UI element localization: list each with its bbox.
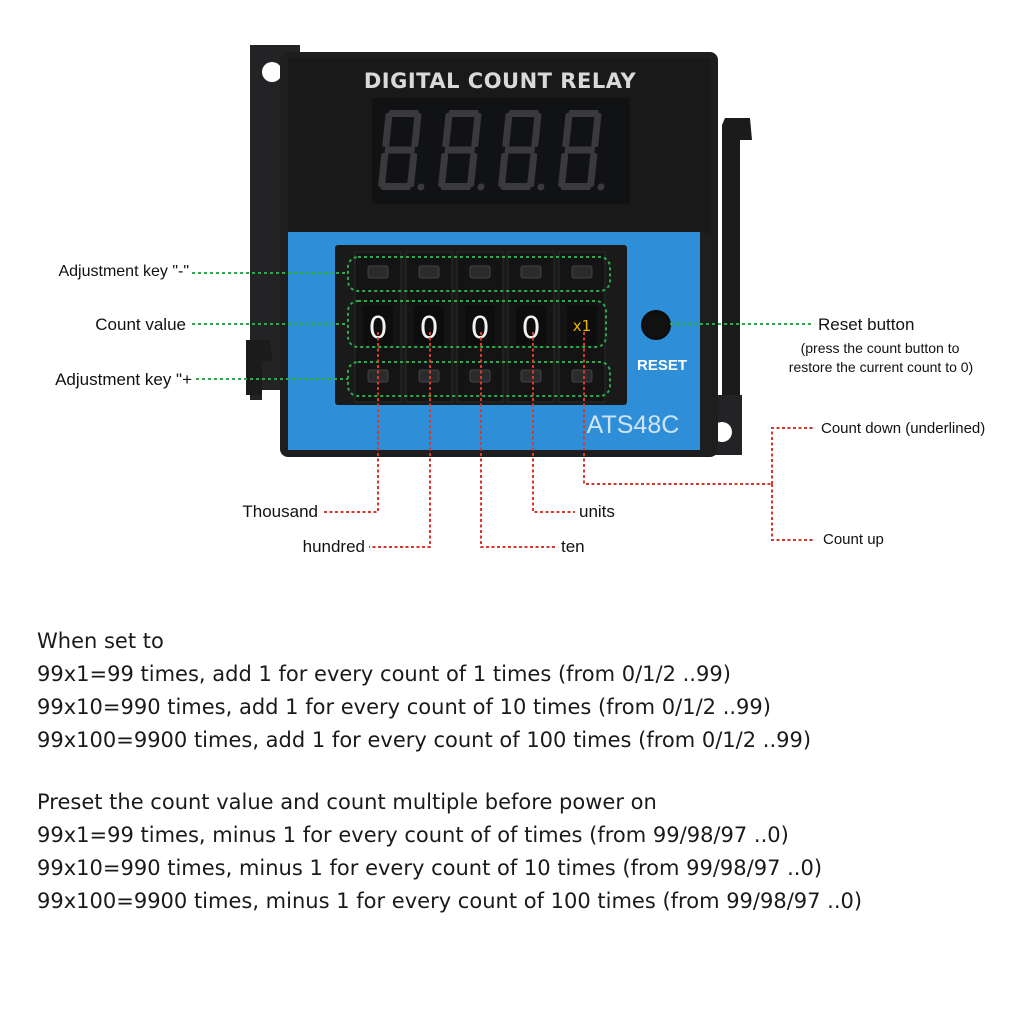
segment: [568, 110, 599, 117]
minus-key: [520, 265, 542, 279]
decimal-point: [537, 183, 545, 191]
leader-count-up: [771, 484, 815, 541]
label-adjustment-minus: Adjustment key "-": [58, 263, 189, 280]
digit-window: [567, 305, 597, 345]
seven-segment-display: [378, 110, 605, 191]
segment: [471, 113, 482, 147]
paragraph2-line: 99x1=99 times, minus 1 for every count o…: [37, 823, 789, 847]
segment: [382, 113, 393, 147]
segment: [467, 153, 478, 187]
seven-segment-digit: [558, 110, 605, 191]
mounting-hole-top: [262, 62, 282, 82]
minus-key: [367, 265, 389, 279]
segment: [438, 153, 449, 187]
segment: [560, 183, 592, 190]
segment: [498, 153, 509, 187]
segment: [440, 183, 472, 190]
device-title: DIGITAL COUNT RELAY: [364, 69, 637, 93]
green-callouts: [192, 256, 812, 397]
segment: [442, 113, 453, 147]
callout-box-count: [347, 300, 607, 348]
paragraph2-line: Preset the count value and count multipl…: [37, 790, 657, 814]
explanation-count-down: Preset the count value and count multipl…: [37, 786, 862, 918]
leader-hundred: [369, 332, 431, 548]
label-count-down: Count down (underlined): [821, 420, 986, 437]
minus-key: [571, 265, 593, 279]
label-thousand: Thousand: [242, 502, 318, 521]
count-digit: 0: [419, 311, 438, 346]
paragraph1-line: 99x10=990 times, add 1 for every count o…: [37, 695, 771, 719]
segment: [407, 153, 418, 187]
segment: [378, 153, 389, 187]
explanation-count-up: When set to 99x1=99 times, add 1 for eve…: [37, 625, 811, 757]
label-ten: ten: [561, 537, 585, 556]
label-units: units: [579, 502, 615, 521]
label-adjustment-plus: Adjustment key "+: [55, 370, 192, 389]
label-count-up: Count up: [823, 531, 884, 548]
segment: [531, 113, 542, 147]
segment: [591, 113, 602, 147]
segment: [502, 113, 513, 147]
segment: [564, 146, 595, 154]
segment: [558, 153, 569, 187]
decimal-point: [417, 183, 425, 191]
paragraph1-line: When set to: [37, 629, 164, 653]
paragraph1-line: 99x100=9900 times, add 1 for every count…: [37, 728, 812, 752]
multiplier-digit: x1: [573, 317, 591, 335]
count-digit: 0: [368, 311, 387, 346]
digit-window: [414, 305, 444, 345]
mounting-bracket-right: [722, 118, 752, 420]
count-digit: 0: [521, 311, 540, 346]
paragraph2-line: 99x100=9900 times, minus 1 for every cou…: [37, 889, 863, 913]
segment: [444, 146, 475, 154]
minus-key: [418, 265, 440, 279]
red-callouts: [322, 332, 815, 548]
reset-note-line-2: restore the current count to 0): [788, 359, 974, 375]
segment: [504, 146, 535, 154]
segment: [388, 110, 419, 117]
label-hundred: hundred: [302, 537, 365, 556]
seven-segment-digit: [498, 110, 545, 191]
clip-left: [246, 340, 272, 395]
segment: [562, 113, 573, 147]
leader-thousand: [322, 332, 379, 513]
digit-window: [516, 305, 546, 345]
segment: [384, 146, 415, 154]
segment: [508, 110, 539, 117]
model-label: ATS48C: [587, 411, 680, 439]
segment: [411, 113, 422, 147]
label-reset-button: Reset button: [818, 315, 915, 334]
plus-key: [520, 369, 542, 383]
leader-multiplier: [583, 332, 772, 485]
segment: [527, 153, 538, 187]
plus-key: [571, 369, 593, 383]
reset-label: RESET: [637, 357, 687, 374]
minus-key: [469, 265, 491, 279]
seven-segment-digit: [378, 110, 425, 191]
callout-box-plus: [347, 361, 611, 397]
reset-note-line-1: (press the count button to: [800, 340, 960, 356]
paragraph2-line: 99x10=990 times, minus 1 for every count…: [37, 856, 823, 880]
count-digit: 0: [470, 311, 489, 346]
segment: [500, 183, 532, 190]
seven-segment-digit: [438, 110, 485, 191]
mounting-bracket-left: [250, 45, 300, 400]
segment: [587, 153, 598, 187]
decimal-point: [597, 183, 605, 191]
leader-count-down: [771, 427, 815, 484]
reset-button[interactable]: [641, 310, 671, 340]
callout-box-minus: [347, 256, 611, 292]
decimal-point: [477, 183, 485, 191]
digit-window: [465, 305, 495, 345]
digit-window: [363, 305, 393, 345]
segment: [448, 110, 479, 117]
leader-ten: [480, 332, 555, 548]
segment: [380, 183, 412, 190]
paragraph1-line: 99x1=99 times, add 1 for every count of …: [37, 662, 731, 686]
label-count-value: Count value: [95, 315, 186, 334]
